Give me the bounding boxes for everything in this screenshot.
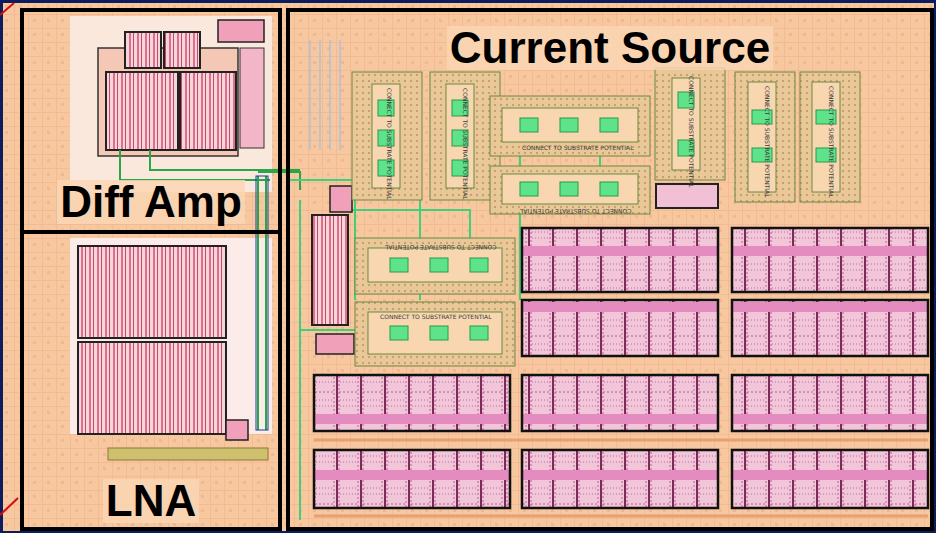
layout-note: CONNECT TO SUBSTRATE POTENTIAL <box>688 76 694 188</box>
layout-note: CONNECT TO SUBSTRATE POTENTIAL <box>520 208 632 214</box>
circuit-block: Current Source <box>286 8 934 531</box>
layout-note: CONNECT TO SUBSTRATE POTENTIAL <box>386 88 392 200</box>
layout-note: CONNECT TO SUBSTRATE POTENTIAL <box>764 86 770 198</box>
layout-note: CONNECT TO SUBSTRATE POTENTIAL <box>385 244 497 250</box>
circuit-block: Diff Amp <box>20 8 282 234</box>
layout-note: CONNECT TO SUBSTRATE POTENTIAL <box>462 88 468 200</box>
circuit-block: LNA <box>20 230 282 531</box>
block-title: Current Source <box>447 26 773 70</box>
layout-note: CONNECT TO SUBSTRATE POTENTIAL <box>828 86 834 198</box>
layout-note: CONNECT TO SUBSTRATE POTENTIAL <box>522 145 634 151</box>
block-title: LNA <box>103 479 199 523</box>
layout-note: CONNECT TO SUBSTRATE POTENTIAL <box>380 314 492 320</box>
block-title: Diff Amp <box>57 180 245 224</box>
